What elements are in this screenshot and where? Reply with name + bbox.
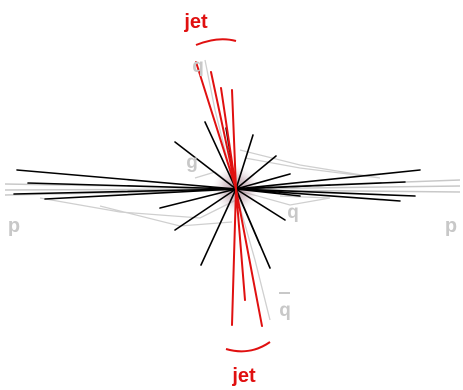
gluon-label: g (186, 152, 198, 173)
quark-label-top: q (192, 56, 204, 77)
parton-outline-upper (205, 60, 230, 170)
proton-label-left: p (8, 215, 20, 237)
jet-track-bottom (236, 189, 262, 326)
parton-outline-upper-right (240, 150, 380, 178)
jet-label-bottom: jet (231, 365, 256, 387)
jet-arc-bottom (226, 342, 270, 351)
jet-label-top: jet (183, 11, 208, 33)
parton-outline-lower (238, 200, 270, 320)
quark-label-right: q (287, 202, 299, 223)
jet-track-top (196, 62, 236, 189)
jet-arc-top (196, 39, 236, 45)
track (236, 170, 420, 189)
antiquark-label-text: q (279, 300, 291, 321)
antiquark-label-bottom: q (279, 293, 291, 321)
proton-label-right: p (445, 215, 457, 237)
